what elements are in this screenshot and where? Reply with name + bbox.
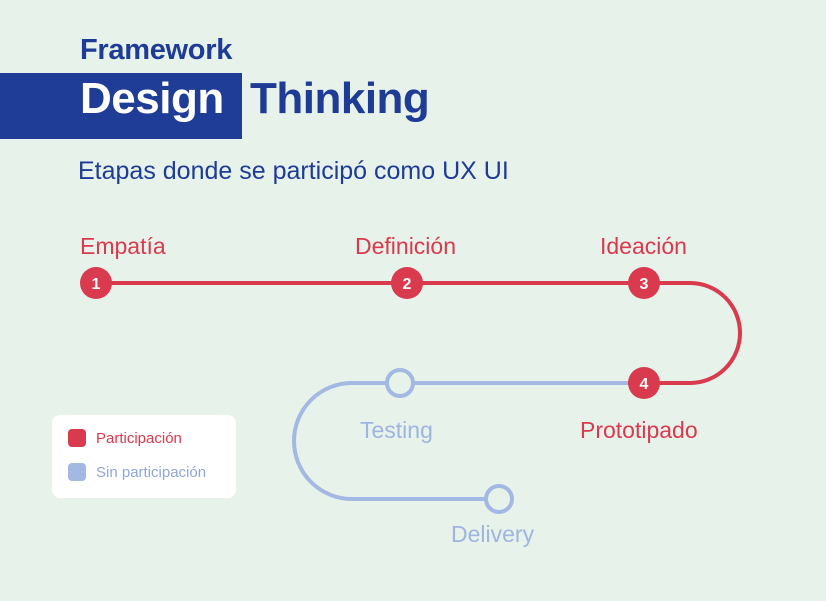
stage-node-testing xyxy=(385,368,415,398)
stage-number-2: 2 xyxy=(403,276,412,293)
stage-label-delivery: Delivery xyxy=(451,521,535,547)
stage-node-3: 3 xyxy=(628,267,660,299)
title-thinking: Thinking xyxy=(250,74,430,123)
title-highlight-bar xyxy=(0,73,242,139)
legend-label-participation: Participación xyxy=(96,429,182,447)
legend-item-participation: Participación xyxy=(68,429,182,447)
stage-number-4: 4 xyxy=(640,376,649,393)
title-design: Design xyxy=(80,74,224,123)
stage-label-testing: Testing xyxy=(360,417,433,443)
legend-item-no-participation: Sin participación xyxy=(68,463,206,481)
stage-node-2: 2 xyxy=(391,267,423,299)
legend-swatch-no-participation xyxy=(68,463,86,481)
legend: Participación Sin participación xyxy=(52,415,236,498)
stage-node-delivery xyxy=(484,484,514,514)
participation-path xyxy=(94,281,742,385)
stage-node-1: 1 xyxy=(80,267,112,299)
stage-label-prototipado: Prototipado xyxy=(580,417,698,443)
stage-label-definicion: Definición xyxy=(355,233,456,259)
legend-swatch-participation xyxy=(68,429,86,447)
no-participation-path xyxy=(291,381,646,501)
stage-label-ideacion: Ideación xyxy=(600,233,687,259)
stage-number-1: 1 xyxy=(92,276,101,293)
stage-label-empatia: Empatía xyxy=(80,233,166,259)
legend-label-no-participation: Sin participación xyxy=(96,463,207,481)
subtitle: Etapas donde se participó como UX UI xyxy=(78,157,509,185)
framework-label: Framework xyxy=(80,34,233,66)
stage-number-3: 3 xyxy=(640,276,649,293)
stage-node-4: 4 xyxy=(628,367,660,399)
